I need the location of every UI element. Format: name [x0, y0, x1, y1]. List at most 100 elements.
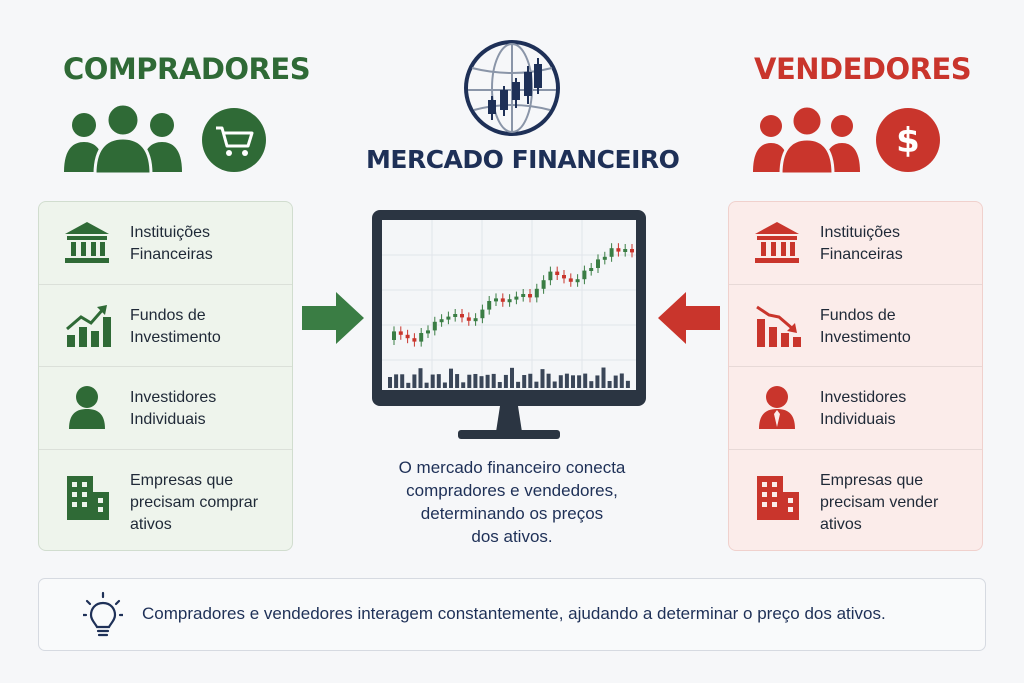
list-item: Instituições Financeiras: [729, 202, 982, 285]
arrow-left-icon: [658, 292, 720, 344]
businessperson-icon: [759, 386, 795, 429]
volume-bar: [467, 374, 472, 388]
candle-body: [460, 314, 464, 318]
list-item-label: Fundos de Investimento: [130, 306, 221, 346]
candle-body: [494, 298, 498, 302]
candle-body: [426, 330, 430, 334]
candle-body: [575, 279, 580, 283]
lightbulb-icon: [83, 591, 123, 637]
volume-bar: [473, 373, 478, 388]
candle-body: [609, 248, 614, 257]
volume-bar: [412, 374, 417, 388]
volume-bar: [510, 367, 514, 388]
volume-bar: [436, 374, 441, 388]
candle-body: [555, 271, 560, 275]
list-item-label: Fundos de Investimento: [820, 306, 911, 346]
sellers-panel: Instituições Financeiras Fundos de Inves…: [728, 201, 983, 551]
buyers-title: COMPRADORES: [63, 52, 311, 86]
market-title: MERCADO FINANCEIRO: [366, 145, 680, 174]
candle-body: [528, 294, 532, 298]
volume-bar: [583, 373, 588, 388]
people-icon: [64, 102, 182, 174]
candle-body: [548, 271, 553, 281]
volume-bar: [400, 374, 405, 388]
volume-bar: [625, 380, 630, 388]
candle-body: [446, 316, 451, 320]
candle-body: [398, 331, 403, 335]
building-icon: [67, 475, 109, 520]
candle-body: [392, 331, 396, 340]
volume-bar: [442, 382, 447, 388]
candle-body: [439, 319, 444, 323]
volume-bar: [589, 381, 594, 388]
volume-bar: [424, 382, 429, 388]
list-item-label: Investidores Individuais: [130, 389, 217, 428]
candle-body: [419, 333, 424, 342]
list-item: Instituições Financeiras: [39, 202, 292, 285]
candle-body: [480, 309, 485, 319]
volume-bar: [516, 381, 521, 388]
volume-bar: [388, 377, 392, 388]
footer-note: Compradores e vendedores interagem const…: [142, 604, 886, 623]
footer-note-box: Compradores e vendedores interagem const…: [38, 578, 986, 651]
list-item-label: Empresas que precisam vender ativos: [820, 471, 939, 533]
list-item-label: Empresas que precisam comprar ativos: [130, 471, 259, 533]
volume-bar: [601, 367, 606, 388]
list-item: Investidores Individuais: [39, 367, 292, 450]
volume-bar: [485, 374, 490, 388]
dollar-icon: $: [876, 108, 940, 172]
candle-body: [616, 248, 621, 252]
cart-icon: [202, 108, 266, 172]
volume-bar: [613, 375, 618, 388]
candle-body: [487, 301, 492, 310]
list-item: Empresas que precisam vender ativos: [729, 450, 982, 551]
candle-body: [405, 334, 410, 339]
globe-candlestick-icon: [464, 40, 560, 136]
market-description: O mercado financeiro conecta compradores…: [398, 458, 626, 546]
candle-body: [589, 268, 594, 271]
volume-bar: [479, 376, 484, 388]
bank-icon: [755, 222, 799, 263]
volume-bar: [418, 368, 423, 388]
volume-bar: [497, 381, 502, 388]
candle-body: [473, 318, 478, 322]
candle-body: [623, 249, 628, 252]
volume-bar: [558, 375, 563, 388]
volume-bar: [522, 375, 527, 388]
chart-up-icon: [66, 304, 111, 347]
candle-body: [412, 338, 417, 342]
volume-bar: [430, 374, 435, 388]
candle-body: [466, 317, 471, 321]
sellers-title: VENDEDORES: [754, 52, 972, 86]
volume-bar: [528, 373, 533, 388]
volume-bar: [552, 381, 557, 388]
candle-body: [521, 294, 526, 297]
volume-bar: [607, 380, 612, 388]
volume-bar: [461, 382, 466, 388]
candle-body: [432, 321, 437, 331]
candle-body: [562, 275, 566, 279]
list-item: Investidores Individuais: [729, 367, 982, 450]
candle-body: [514, 296, 519, 300]
volume-bar: [619, 373, 624, 388]
candle-body: [596, 259, 600, 268]
candle-body: [582, 270, 587, 280]
candle-body: [534, 288, 539, 298]
volume-bar: [491, 373, 496, 388]
volume-bar: [406, 382, 411, 388]
volume-bar: [449, 368, 453, 388]
candle-body: [541, 280, 546, 289]
volume-bar: [540, 369, 545, 388]
candle-body: [500, 298, 505, 302]
volume-bar: [394, 374, 399, 388]
list-item-label: Instituições Financeiras: [820, 224, 903, 263]
arrow-right-icon: [302, 292, 364, 344]
volume-bar: [455, 374, 460, 388]
svg-text:$: $: [896, 121, 920, 161]
candle-body: [630, 249, 634, 253]
candle-body: [602, 256, 607, 260]
candle-body: [507, 299, 512, 303]
list-item: Fundos de Investimento: [39, 285, 292, 367]
chart-down-icon: [756, 305, 801, 347]
list-item: Empresas que precisam comprar ativos: [39, 450, 292, 551]
